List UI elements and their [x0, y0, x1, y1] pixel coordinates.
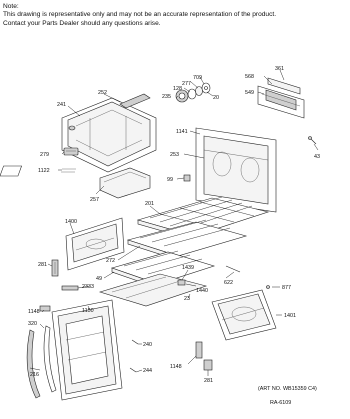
- callout-99: 99: [167, 177, 173, 183]
- callout-253: 253: [170, 152, 179, 158]
- door-panel-1401-drawing: [211, 289, 277, 341]
- note-title: Note:: [3, 3, 19, 10]
- callout-277: 277: [182, 81, 191, 87]
- callout-281-top: 281: [38, 262, 47, 268]
- note-line-1: This drawing is representative only and …: [3, 11, 277, 19]
- callout-43: 43: [314, 154, 320, 160]
- callout-1122: 1122: [38, 168, 50, 174]
- oven-top-panel-drawing: [61, 93, 157, 173]
- glass-1440-drawing: [98, 273, 208, 307]
- callout-49: 49: [96, 276, 102, 282]
- sensor-279-drawing: [63, 147, 79, 156]
- callout-361: 361: [275, 66, 284, 72]
- note-line-2: Contact your Parts Dealer should any que…: [3, 19, 161, 27]
- callout-1148-left: 1148: [28, 309, 40, 315]
- callout-240: 240: [143, 342, 152, 348]
- screw-240-drawing: [131, 339, 139, 345]
- screw-43-drawing: [308, 136, 317, 145]
- callout-320: 320: [28, 321, 37, 327]
- strip-2333-drawing: [61, 285, 79, 291]
- knob-cluster-drawing: [175, 82, 211, 103]
- hinge-281-top-drawing: [51, 259, 59, 277]
- callout-201: 201: [145, 201, 154, 207]
- callout-257: 257: [90, 197, 99, 203]
- drawing-note: Note: This drawing is representative onl…: [3, 3, 276, 28]
- callout-1439: 1439: [182, 265, 194, 271]
- callout-216: 216: [30, 372, 39, 378]
- handle-216-drawing: [26, 329, 41, 399]
- callout-252: 252: [98, 90, 107, 96]
- callout-877: 877: [282, 285, 291, 291]
- art-number: (ART NO. WB15359 C4): [258, 386, 317, 392]
- bracket-1148-left-drawing: [39, 305, 51, 312]
- gasket-320-drawing: [43, 325, 57, 393]
- callout-1141: 1141: [176, 129, 188, 135]
- rear-panel-drawing: [195, 127, 277, 213]
- element-1122-drawing: [0, 165, 76, 177]
- clip-1439-drawing: [177, 279, 186, 286]
- callout-1400: 1400: [65, 219, 77, 225]
- callout-279: 279: [40, 152, 49, 158]
- callout-709: 709: [193, 75, 202, 81]
- leader-lines: [29, 69, 319, 376]
- top-trim-drawing: [257, 77, 305, 119]
- callout-244: 244: [143, 368, 152, 374]
- callout-549: 549: [245, 90, 254, 96]
- screw-244-drawing: [129, 367, 137, 373]
- callout-1440: 1440: [196, 288, 208, 294]
- trim-622-drawing: [225, 265, 241, 273]
- callout-235: 235: [162, 94, 171, 100]
- pan-257-drawing: [99, 167, 151, 199]
- hinge-281-bottom-drawing: [203, 359, 213, 371]
- callout-1150: 1150: [82, 308, 94, 314]
- door-1150-drawing: [51, 299, 123, 401]
- callout-2333: 2333: [82, 284, 94, 290]
- callout-272: 272: [106, 258, 115, 264]
- callout-labels: 241 252 235 128 277 709 20 361 568 549 4…: [28, 66, 320, 384]
- screw-877-drawing: [266, 285, 270, 289]
- callout-128: 128: [173, 86, 182, 92]
- reference-code: RA-6109: [270, 400, 292, 406]
- callout-1401: 1401: [284, 313, 296, 319]
- callout-281-bottom: 281: [204, 378, 213, 384]
- clip-99-drawing: [183, 174, 191, 182]
- callout-20: 20: [213, 95, 219, 101]
- bracket-1148-right-drawing: [195, 341, 203, 359]
- callout-23: 23: [184, 296, 190, 302]
- callout-568: 568: [245, 74, 254, 80]
- callout-1148-right: 1148: [170, 364, 182, 370]
- callout-241: 241: [57, 102, 66, 108]
- side-panel-1400-drawing: [65, 217, 125, 271]
- callout-622: 622: [224, 280, 233, 286]
